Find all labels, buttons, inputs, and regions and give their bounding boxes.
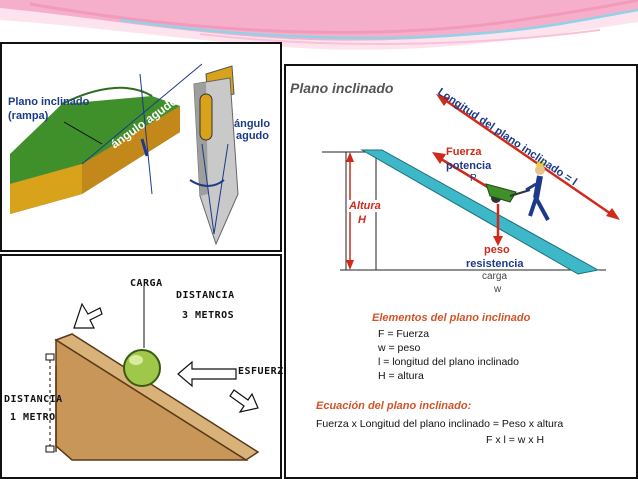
elemento-item: w = peso (378, 342, 421, 354)
esfuerzo-label: ESFUERZ (238, 366, 284, 377)
elemento-item: F = Fuerza (378, 328, 430, 340)
altura-label: Altura (348, 200, 382, 212)
peso-label: peso (484, 244, 510, 256)
elemento-item: H = altura (378, 370, 424, 382)
carga-label: CARGA (130, 278, 163, 289)
potencia-label: potencia (446, 160, 492, 172)
distancia-left-label: DISTANCIA (4, 394, 63, 405)
h-label: H (358, 214, 366, 226)
ecuacion-title: Ecuación del plano inclinado: (316, 400, 472, 412)
inclined-plane-diagram (322, 94, 620, 275)
elementos-title: Elementos del plano inclinado (372, 312, 531, 324)
inclined-plane-panel: Plano inclinado Longitud del plano incli… (284, 64, 638, 479)
p-label: P (470, 173, 477, 184)
ramp-wedge-panel: Plano inclinado (rampa) ángulo agudo áng… (0, 42, 282, 252)
header-decoration (0, 0, 638, 62)
carga-label-right: carga (482, 271, 508, 282)
ramp-ball-illustration (45, 286, 260, 461)
ramp-ball-panel: CARGA DISTANCIA 3 METROS ESFUERZ DISTANC… (0, 254, 284, 479)
ecuacion-line-2: F x l = w x H (486, 434, 545, 446)
rampa-label: (rampa) (8, 110, 49, 122)
panel-title: Plano inclinado (290, 80, 394, 96)
angulo-wedge-label: ángulo (234, 118, 271, 130)
ecuacion-line-1: Fuerza x Longitud del plano inclinado = … (316, 418, 564, 430)
ramp-wedge-illustration (10, 63, 239, 246)
w-label: w (494, 284, 502, 295)
distancia-top-value: 3 METROS (182, 310, 235, 321)
resistencia-label: resistencia (466, 258, 524, 270)
plano-inclinado-label: Plano inclinado (8, 96, 90, 108)
agudo-wedge-label: agudo (236, 130, 269, 142)
elemento-item: l = longitud del plano inclinado (378, 356, 519, 368)
distancia-top-label: DISTANCIA (176, 290, 235, 301)
distancia-left-value: 1 METRO (10, 412, 56, 423)
fuerza-label: Fuerza (446, 146, 482, 158)
